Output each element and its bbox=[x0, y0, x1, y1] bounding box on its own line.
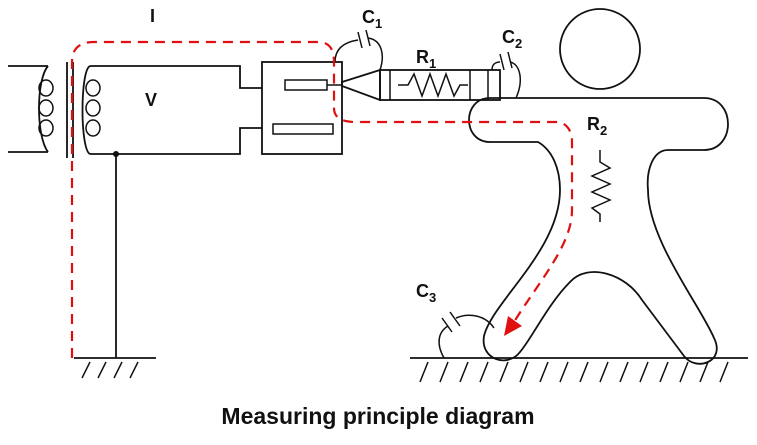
electrode-box bbox=[262, 62, 342, 154]
voltage-label: V bbox=[145, 90, 157, 110]
human-figure bbox=[469, 9, 728, 364]
probe-shaft bbox=[380, 70, 500, 100]
c2-subscript: 2 bbox=[515, 36, 522, 51]
probe-tip bbox=[342, 70, 380, 100]
resistor-r1 bbox=[398, 74, 468, 96]
electrode-head bbox=[262, 62, 380, 154]
electrode-contact-upper bbox=[285, 80, 327, 90]
secondary-bottom-wire bbox=[90, 128, 262, 154]
ground-symbol-right bbox=[410, 358, 748, 382]
secondary-top-wire bbox=[90, 66, 262, 88]
r1-subscript: 1 bbox=[429, 56, 436, 71]
r2-subscript: 2 bbox=[600, 123, 607, 138]
capacitor-c2 bbox=[492, 52, 520, 98]
c1-subscript: 1 bbox=[375, 16, 382, 31]
c2-label: C bbox=[502, 27, 515, 47]
figure-head bbox=[560, 9, 640, 89]
current-arrowhead bbox=[504, 316, 522, 336]
c3-subscript: 3 bbox=[429, 290, 436, 305]
c1-label: C bbox=[362, 7, 375, 27]
ground-symbol-left bbox=[74, 358, 156, 378]
r1-label: R bbox=[416, 47, 429, 67]
c3-label: C bbox=[416, 281, 429, 301]
r2-label: R bbox=[587, 114, 600, 134]
current-label: I bbox=[150, 6, 155, 26]
primary-winding-frame bbox=[39, 66, 48, 152]
resistor-r2 bbox=[592, 150, 610, 222]
diagram-caption: Measuring principle diagram bbox=[221, 403, 534, 429]
electrode-contact-lower bbox=[273, 124, 333, 134]
transformer bbox=[8, 62, 100, 158]
secondary-coils bbox=[86, 80, 100, 136]
